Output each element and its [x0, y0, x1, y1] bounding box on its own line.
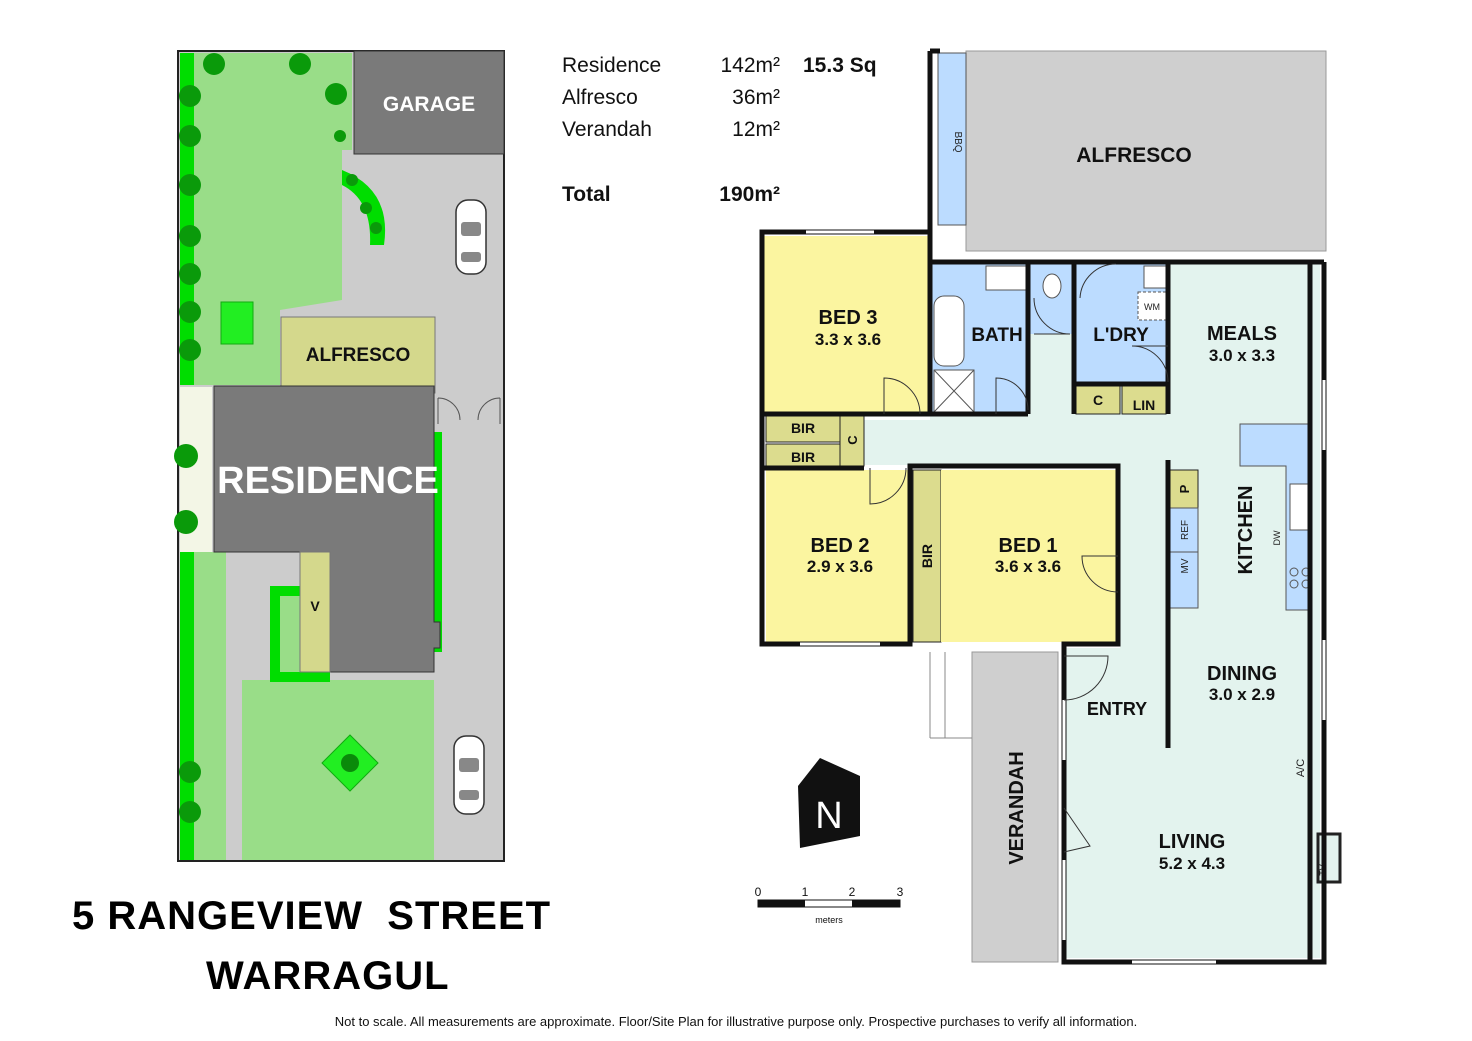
boundary-trees — [174, 53, 382, 823]
scale-tick: 1 — [802, 885, 809, 899]
vanity — [985, 265, 1027, 291]
dining-size: 3.0 x 2.9 — [1209, 685, 1275, 704]
area-value: 36m² — [732, 86, 780, 109]
site-verandah-label: V — [310, 598, 320, 614]
area-row-alfresco: Alfresco 36m² — [562, 86, 892, 112]
microwave-label: MV — [1180, 558, 1191, 573]
area-row-residence: Residence 142m² 15.3 Sq — [562, 54, 892, 80]
area-label: Residence — [562, 54, 662, 77]
bed2-robe-label: BIR — [791, 449, 815, 465]
sink-icon — [1289, 483, 1311, 531]
area-row-verandah: Verandah 12m² — [562, 118, 892, 144]
bed3-robe-label: BIR — [791, 420, 815, 436]
site-residence — [213, 385, 441, 673]
area-label: Alfresco — [562, 86, 638, 109]
bed2-size: 2.9 x 3.6 — [807, 557, 873, 576]
hall-cupboard — [839, 413, 865, 467]
bed3-room — [764, 236, 930, 414]
car-icon — [455, 199, 487, 275]
meals-size: 3.0 x 3.3 — [1209, 346, 1275, 365]
fridge-label: REF — [1180, 520, 1191, 540]
scale-tick: 3 — [897, 885, 904, 899]
east-garden-strip — [434, 432, 442, 652]
rear-garden-bed — [180, 552, 194, 860]
dining-label: DINING — [1207, 663, 1277, 685]
laundry-tub — [1143, 265, 1167, 289]
living-label: LIVING — [1159, 831, 1226, 853]
tree-icon — [341, 754, 359, 772]
microwave-space — [1169, 551, 1199, 609]
toilet-icon — [1042, 273, 1062, 299]
washing-machine — [1137, 291, 1167, 321]
entry-label: ENTRY — [1087, 699, 1147, 719]
car-icon — [453, 735, 485, 815]
dishwasher-label: DW — [1272, 530, 1282, 545]
bed2-room — [766, 470, 908, 642]
aircon-label: A/C — [1295, 759, 1307, 777]
site-garage — [353, 50, 505, 155]
area-squares: 15.3 Sq — [803, 54, 877, 77]
bed1-label: BED 1 — [999, 535, 1058, 557]
laundry-label: L'DRY — [1093, 325, 1149, 346]
north-label: N — [815, 795, 842, 837]
laundry-cupboard — [1075, 385, 1121, 415]
site-residence-label: RESIDENCE — [217, 460, 439, 502]
scale-tick: 0 — [755, 885, 762, 899]
pond — [220, 301, 254, 345]
scale-unit: meters — [815, 915, 843, 925]
pantry-label: P — [1177, 484, 1192, 493]
bbq-label: BBQ — [952, 131, 963, 152]
bbq-bench — [937, 52, 967, 226]
site-alfresco-label: ALFRESCO — [306, 345, 411, 366]
bed2-label: BED 2 — [811, 535, 870, 557]
front-step — [929, 652, 972, 739]
shower-cross — [933, 369, 975, 413]
bed1-size: 3.6 x 3.6 — [995, 557, 1061, 576]
address-line-2: WARRAGUL — [206, 954, 450, 998]
address-line-1: 5 RANGEVIEW STREET — [72, 894, 552, 938]
kitchen-label: KITCHEN — [1235, 486, 1257, 575]
area-row-total: Total 190m² — [562, 183, 892, 209]
area-total-label: Total — [562, 183, 611, 206]
verandah-area — [971, 651, 1059, 963]
meals-label: MEALS — [1207, 323, 1277, 345]
site-verandah — [299, 551, 331, 673]
pantry — [1169, 469, 1199, 509]
bed3-label: BED 3 — [819, 307, 878, 329]
windows — [800, 230, 1326, 964]
alfresco-area — [965, 50, 1327, 252]
area-value: 142m² — [720, 54, 780, 77]
scale-bar: 0 1 2 3 meters — [755, 885, 904, 925]
living-zone — [864, 262, 1320, 958]
gate-icon — [437, 397, 501, 424]
bed3-size: 3.3 x 3.6 — [815, 330, 881, 349]
bed1-robe — [912, 469, 942, 643]
site-alfresco — [280, 316, 436, 394]
scale-tick: 2 — [849, 885, 856, 899]
area-value: 12m² — [732, 118, 780, 141]
wm-label: WM — [1144, 302, 1160, 312]
area-total-value: 190m² — [719, 183, 780, 206]
disclaimer: Not to scale. All measurements are appro… — [334, 1014, 1138, 1029]
walls — [759, 48, 1327, 965]
laundry-cupboard-label: C — [1093, 392, 1103, 408]
bathtub — [933, 295, 965, 367]
bed3-robe — [765, 413, 841, 443]
verandah-label: VERANDAH — [1006, 751, 1028, 864]
site-plan: GARAGE ALFRESCO RESIDENCE V — [174, 50, 505, 862]
north-arrow-icon — [798, 758, 860, 848]
floor-plan: ALFRESCO BBQ VERANDAH BED 3 3.3 x 3.6 BI… — [755, 48, 1342, 965]
bath-label: BATH — [971, 325, 1022, 346]
site-garage-label: GARAGE — [383, 93, 475, 116]
hall-cupboard-label: C — [845, 435, 860, 445]
area-label: Verandah — [562, 118, 652, 141]
living-size: 5.2 x 4.3 — [1159, 854, 1225, 873]
alfresco-label: ALFRESCO — [1076, 144, 1192, 167]
linen-label: LIN — [1133, 397, 1156, 413]
bed1-robe-label: BIR — [919, 544, 935, 568]
door-swings — [869, 263, 1169, 853]
